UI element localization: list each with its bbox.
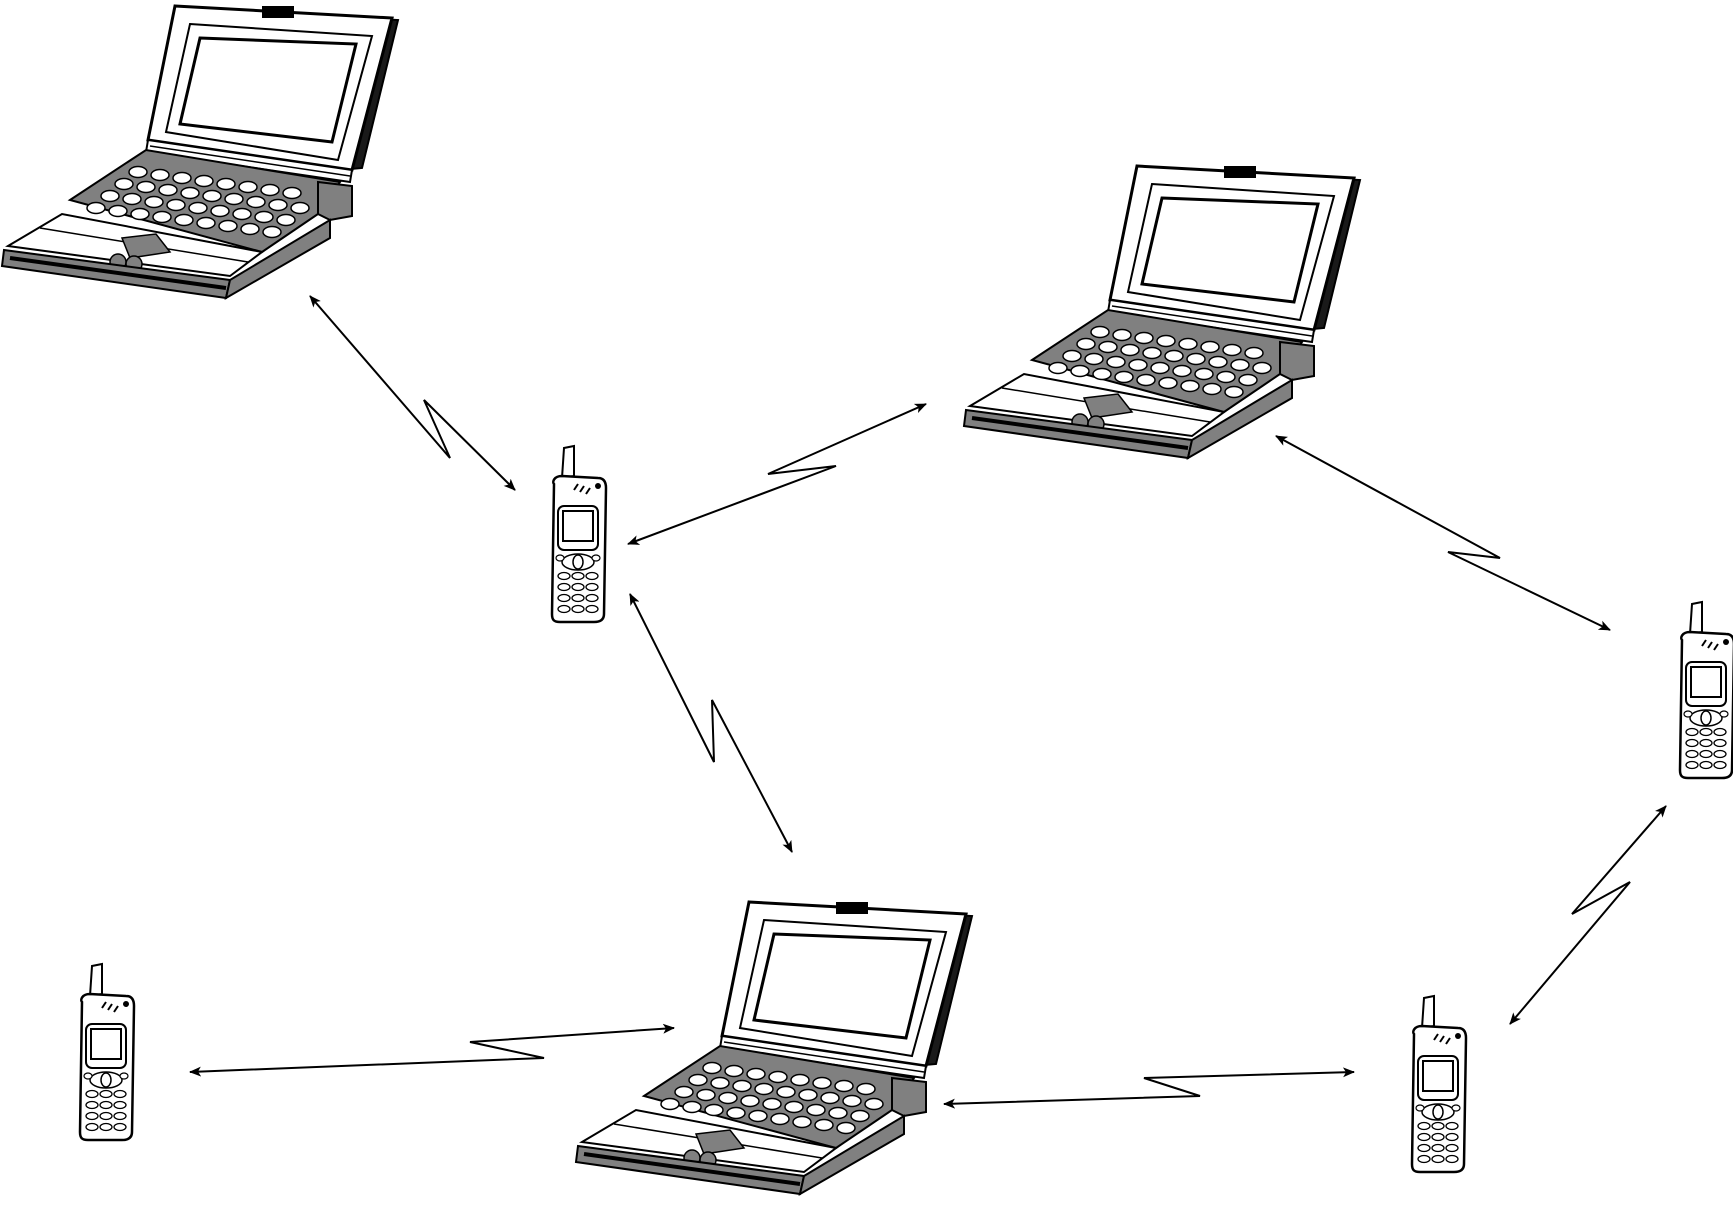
wireless-link — [629, 593, 793, 853]
wireless-link — [309, 295, 516, 491]
mobile-phone-icon — [1410, 994, 1468, 1174]
wireless-link — [1275, 435, 1611, 631]
laptop-icon — [962, 164, 1362, 460]
mobile-phone-icon — [1678, 600, 1733, 780]
wireless-link — [943, 1067, 1355, 1109]
wireless-link — [189, 1023, 675, 1077]
laptop-icon — [574, 900, 974, 1196]
laptop-icon — [0, 4, 400, 300]
wireless-link — [627, 403, 927, 545]
mobile-phone-icon — [550, 444, 608, 624]
wireless-link — [1509, 805, 1667, 1025]
mobile-phone-icon — [78, 962, 136, 1142]
